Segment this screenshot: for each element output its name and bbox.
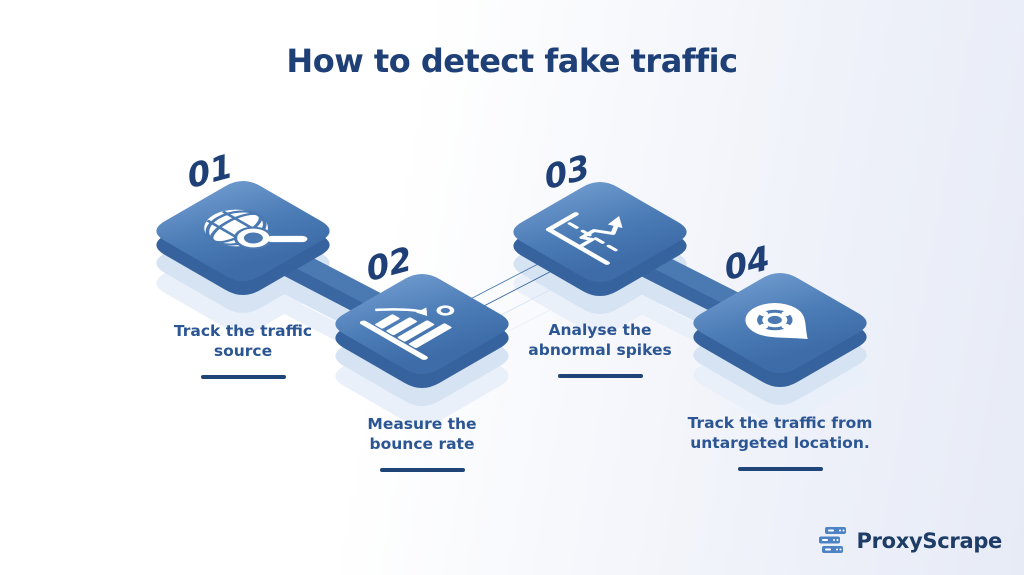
step-1-label: Track the traffic source xyxy=(113,321,373,379)
abnormal-spike-chart-icon xyxy=(545,212,623,265)
step-4-label-line2: untargeted location. xyxy=(690,434,870,452)
location-pin-icon xyxy=(745,303,808,339)
step-4-underline xyxy=(737,467,823,471)
step-3-label-line1: Analyse the xyxy=(548,321,652,339)
step-3-underline xyxy=(557,374,643,378)
brand-logo: ProxyScrape xyxy=(818,527,1002,554)
step-2-underline xyxy=(379,468,465,472)
step-2-label-line1: Measure the xyxy=(367,415,477,433)
step-1-label-line1: Track the traffic xyxy=(173,322,313,340)
step-2-label-line2: bounce rate xyxy=(369,435,475,453)
page-title: How to detect fake traffic xyxy=(286,42,738,80)
bounce-rate-chart-icon xyxy=(359,305,455,360)
globe-search-icon xyxy=(204,209,308,250)
step-1-label-line2: source xyxy=(213,342,273,360)
step-4-label-line1: Track the traffic from xyxy=(687,414,873,432)
step-2-label: Measure the bounce rate xyxy=(292,414,552,472)
step-1-underline xyxy=(200,375,286,379)
brand-name: ProxyScrape xyxy=(856,528,1003,553)
step-3-label: Analyse the abnormal spikes xyxy=(470,320,730,378)
step-3-label-line2: abnormal spikes xyxy=(528,341,672,359)
step-4-label: Track the traffic from untargeted locati… xyxy=(650,413,910,471)
proxyscrape-server-icon xyxy=(818,527,846,553)
